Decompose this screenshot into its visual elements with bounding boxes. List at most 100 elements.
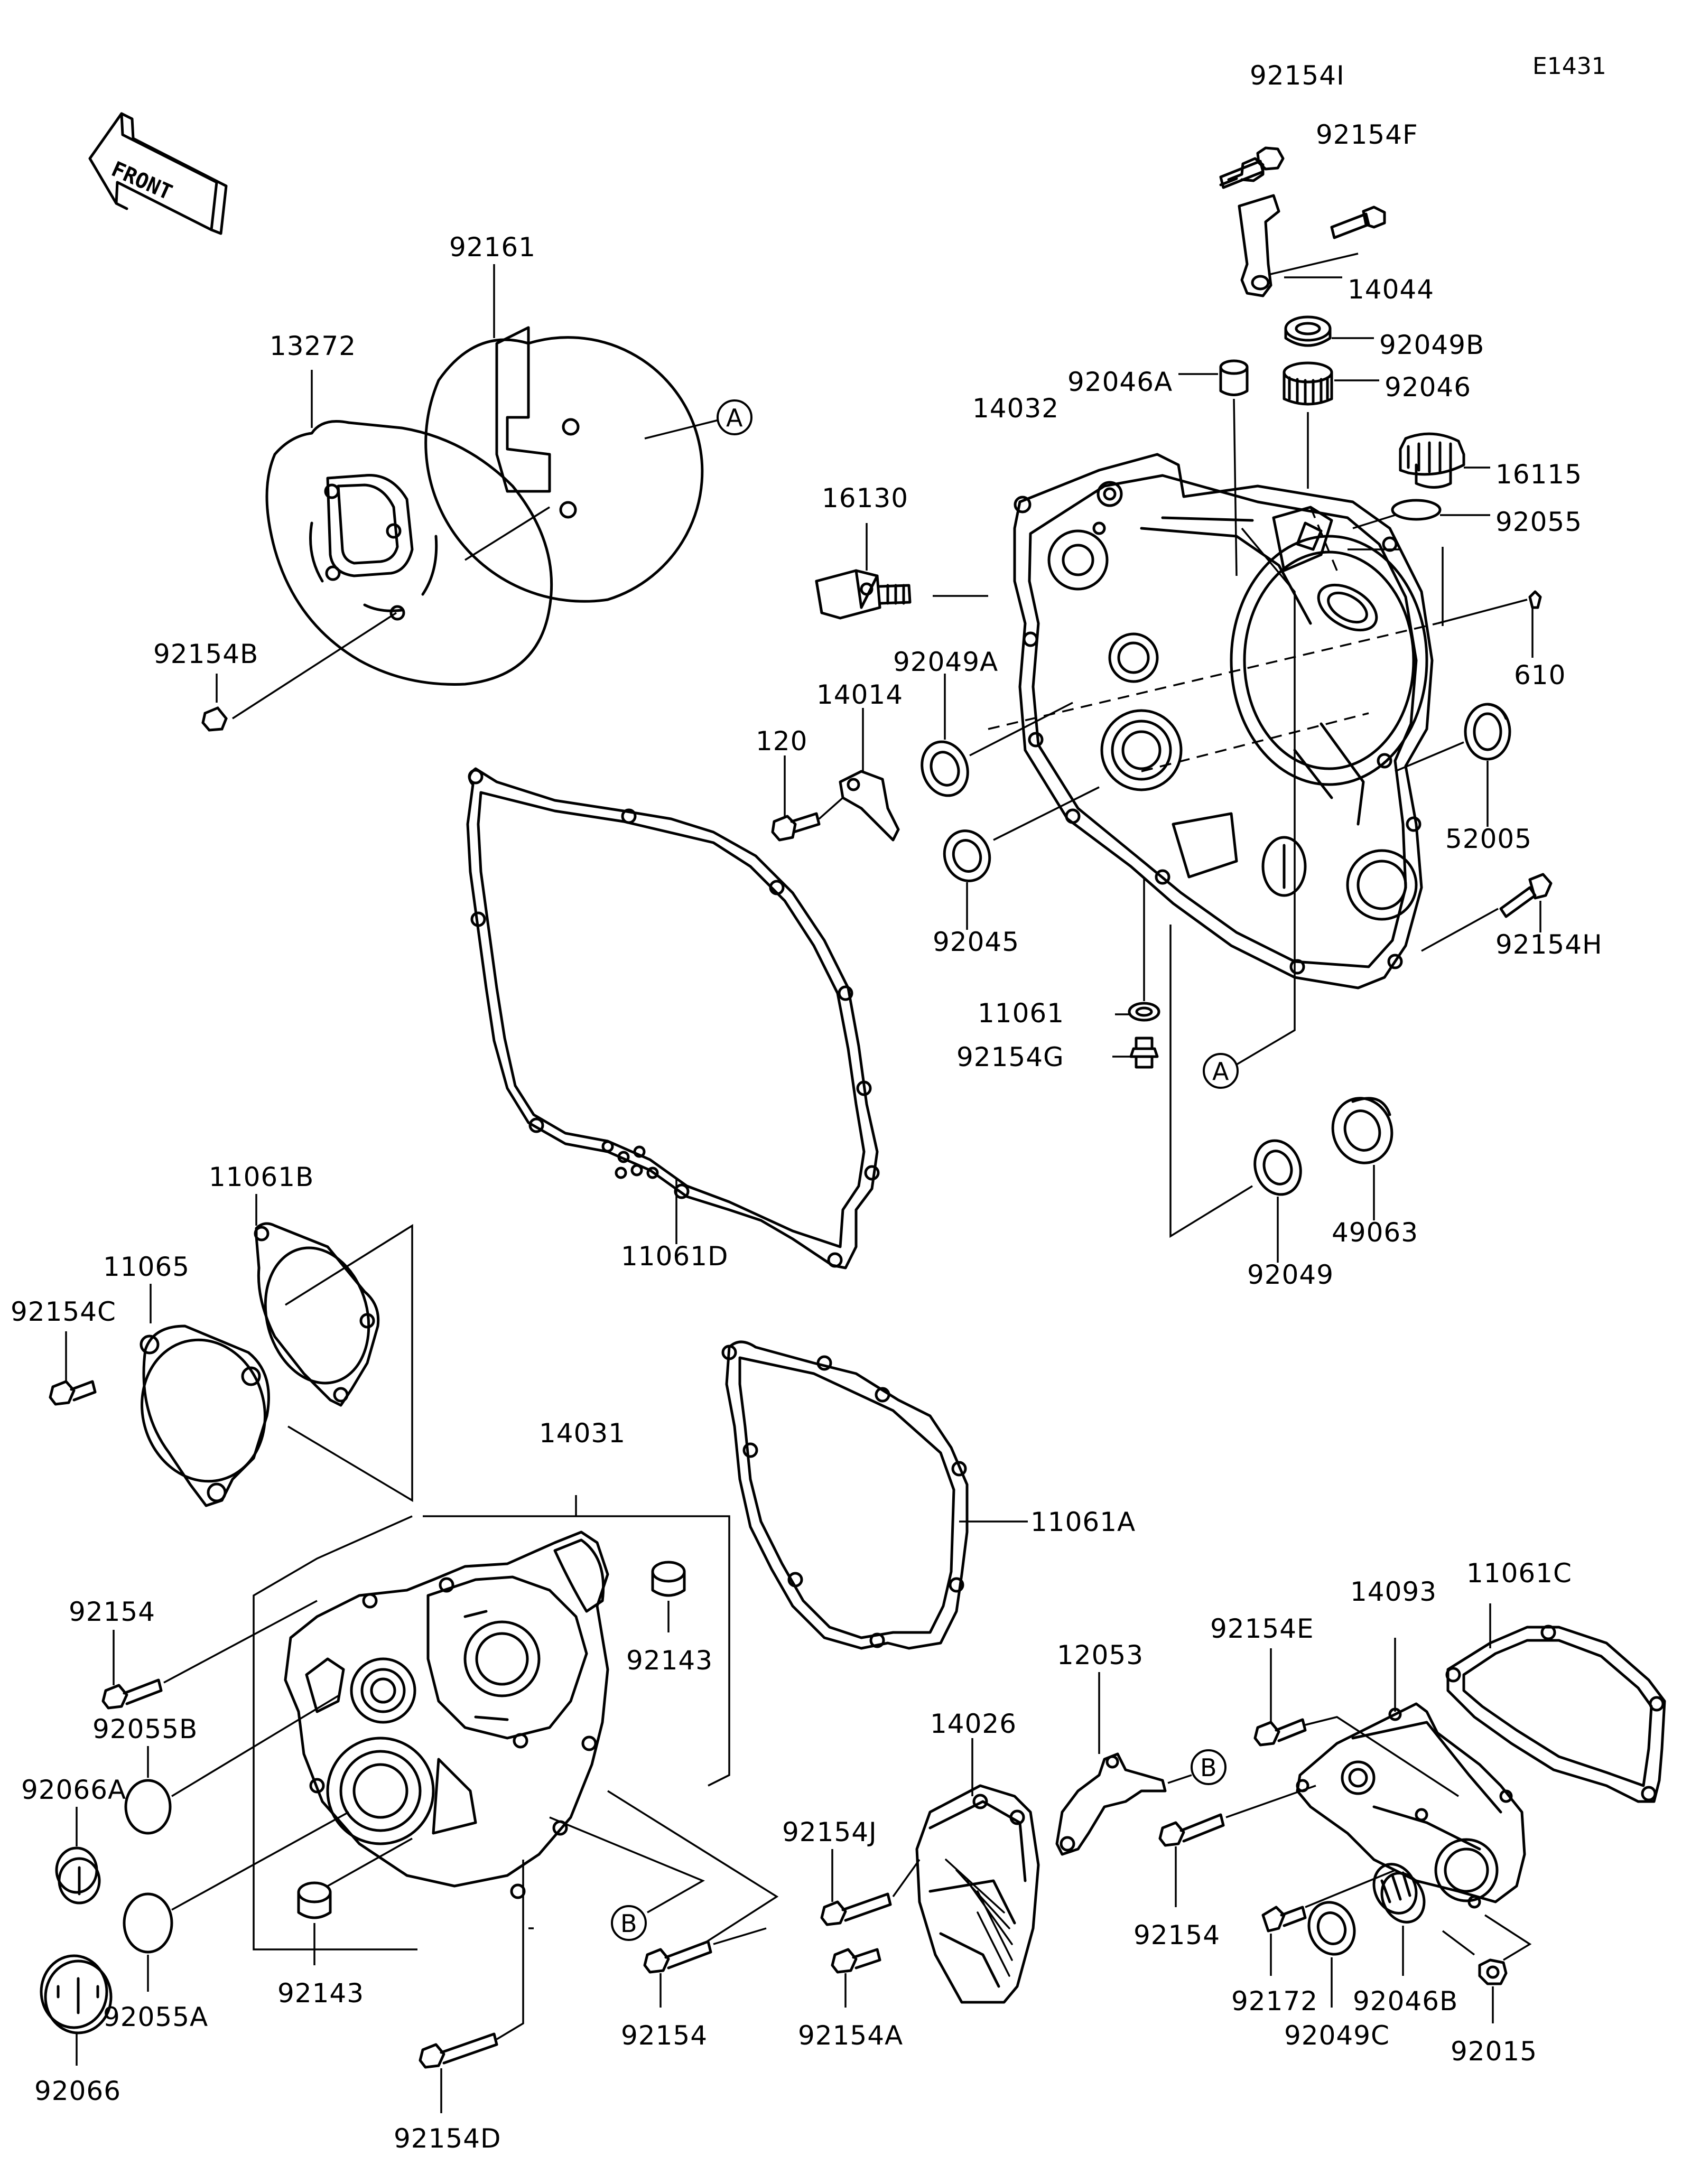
oring-92055A [123, 1892, 173, 1954]
bearing-92046 [1283, 361, 1333, 406]
bolt-92154B [201, 706, 228, 732]
screw-120 [771, 812, 821, 842]
label-92049: 92049 [1247, 1259, 1334, 1290]
label-92154I: 92154I [1250, 60, 1345, 91]
svg-text:A: A [726, 404, 743, 432]
bolt-92154J [820, 1892, 892, 1926]
bearing-92046A [1219, 359, 1249, 396]
oring-92055 [1391, 499, 1442, 521]
fitting-16130 [815, 569, 912, 620]
label-49063: 49063 [1332, 1217, 1418, 1248]
part-labels: 92154I 92154F 14044 92049B 92046A 92046 … [11, 60, 1603, 2154]
dowel-92143-bottom [297, 1881, 332, 1919]
plate-13272 [265, 420, 553, 686]
label-610: 610 [1514, 660, 1566, 690]
front-label: FRONT [108, 157, 176, 205]
label-92161: 92161 [449, 232, 536, 263]
cover-14093 [1296, 1702, 1526, 1909]
cover-11065 [140, 1324, 270, 1507]
label-92154-left: 92154 [69, 1597, 155, 1627]
label-16130: 16130 [822, 483, 908, 514]
label-92154D: 92154D [394, 2123, 501, 2154]
label-14032: 14032 [972, 393, 1059, 424]
seal-49063 [1331, 1097, 1393, 1164]
bolt-92154C [49, 1380, 97, 1406]
label-92046A: 92046A [1067, 367, 1173, 397]
cover-14032 [1013, 453, 1434, 990]
label-92154G: 92154G [956, 1042, 1064, 1072]
oring-92055B [124, 1779, 172, 1835]
label-92154H: 92154H [1495, 929, 1603, 960]
label-92055: 92055 [1495, 507, 1582, 537]
label-92143-top: 92143 [626, 1645, 713, 1676]
screw-92172 [1261, 1906, 1307, 1933]
label-11065: 11065 [103, 1252, 190, 1282]
bolt-92154D [419, 2032, 498, 2069]
ref-a-circle-right: A [1203, 1053, 1239, 1089]
label-14026: 14026 [930, 1709, 1017, 1739]
label-120: 120 [756, 726, 807, 757]
bracket-12053 [1055, 1752, 1167, 1856]
dowel-92143-top [651, 1561, 686, 1597]
label-92049B: 92049B [1379, 330, 1484, 360]
label-92055A: 92055A [103, 2002, 208, 2032]
plug-92154G [1129, 1037, 1159, 1069]
plug-92066A [55, 1846, 101, 1905]
label-14093: 14093 [1350, 1576, 1437, 1607]
bolt-92154E [1253, 1718, 1307, 1747]
label-92049A: 92049A [893, 647, 998, 677]
nut-92015 [1478, 1958, 1508, 1985]
label-11061B: 11061B [209, 1162, 314, 1192]
pin-610 [1528, 590, 1542, 609]
gasket-11061B [254, 1222, 380, 1407]
label-11061D: 11061D [621, 1241, 729, 1272]
label-92046: 92046 [1385, 372, 1471, 403]
label-92015: 92015 [1451, 2036, 1537, 2067]
label-11061: 11061 [978, 998, 1064, 1029]
label-92154B: 92154B [153, 639, 258, 669]
bolt-92154-right [1158, 1813, 1225, 1847]
washer-11061 [1128, 1002, 1160, 1022]
label-11061A: 11061A [1030, 1507, 1136, 1537]
plate-92161 [424, 326, 704, 603]
label-92154-center: 92154 [621, 2020, 708, 2051]
label-92066A: 92066A [21, 1775, 126, 1805]
label-92154C: 92154C [11, 1296, 116, 1327]
label-92154A: 92154A [798, 2020, 903, 2051]
label-92154-right: 92154 [1133, 1920, 1220, 1950]
oilseal-92049C [1307, 1901, 1356, 1956]
label-14031: 14031 [539, 1418, 626, 1449]
bearing-92046B [1372, 1863, 1426, 1924]
gasket-11061D [466, 767, 880, 1270]
gasket-11061C [1445, 1625, 1666, 1803]
collar-92049B [1284, 315, 1332, 347]
label-14014: 14014 [816, 679, 903, 710]
bolt-92154H [1499, 873, 1553, 918]
cap-16115 [1399, 432, 1465, 489]
label-92154F: 92154F [1316, 119, 1418, 150]
label-92045: 92045 [933, 927, 1019, 957]
svg-text:A: A [1212, 1057, 1229, 1086]
plug-92066 [40, 1954, 113, 2034]
label-11061C: 11061C [1466, 1558, 1572, 1589]
gasket-11061A [721, 1340, 969, 1650]
ref-b-circle-right: B [1191, 1749, 1227, 1785]
label-16115: 16115 [1495, 459, 1582, 490]
front-arrow-icon: FRONT [88, 112, 228, 235]
cover-14026 [915, 1784, 1040, 2004]
bracket-14044 [1238, 194, 1280, 297]
label-92154E: 92154E [1210, 1613, 1314, 1644]
label-14044: 14044 [1348, 274, 1434, 305]
ref-b-circle-left: B [611, 1905, 647, 1941]
label-92049C: 92049C [1284, 2020, 1390, 2051]
oilseal-92049A [921, 740, 969, 797]
plate-14014 [839, 770, 900, 842]
cover-14031 [284, 1530, 609, 1899]
bolt-92154F [1330, 206, 1386, 239]
label-92172: 92172 [1231, 1986, 1318, 2017]
oilseal-92045 [943, 829, 991, 882]
label-92154J: 92154J [782, 1817, 877, 1847]
bolt-92154-left [101, 1678, 163, 1710]
diagram-code: E1431 [1532, 53, 1606, 80]
